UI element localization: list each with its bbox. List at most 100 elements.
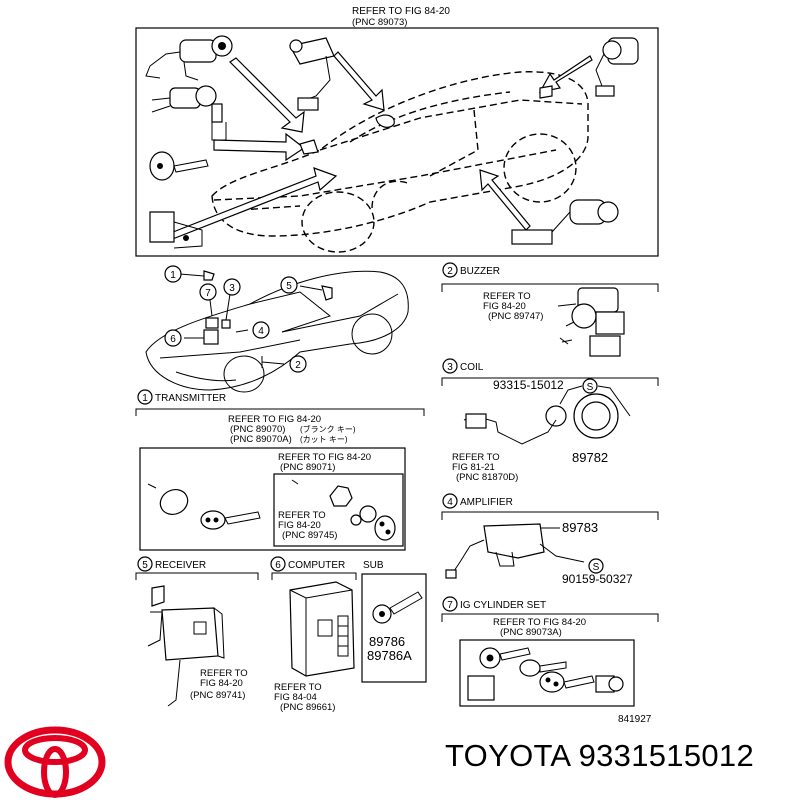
svg-text:FIG 81-21: FIG 81-21 xyxy=(452,462,495,473)
svg-text:REFER TO FIG 84-20: REFER TO FIG 84-20 xyxy=(493,617,586,628)
computer-title: COMPUTER xyxy=(288,560,345,571)
coil-part-number: 89782 xyxy=(572,450,608,465)
key-upper xyxy=(149,151,209,181)
amplifier-part-bottom: 90159-50327 xyxy=(562,572,633,586)
legend-marker-7: 7 xyxy=(199,283,217,301)
svg-text:(ブランク キー): (ブランク キー) xyxy=(300,424,356,434)
top-ref-line2: (PNC 89073) xyxy=(352,17,407,28)
top-panel-frame xyxy=(135,27,659,257)
key-fob-blank xyxy=(147,483,261,530)
svg-text:REFER TO: REFER TO xyxy=(278,510,326,521)
glove-box-cylinder xyxy=(511,199,619,245)
callout-arrows xyxy=(167,51,593,241)
transmitter-subframe xyxy=(273,473,404,547)
buzzer-part xyxy=(559,287,625,357)
section-sub: SUB 89786 89786A xyxy=(361,560,427,683)
svg-text:4: 4 xyxy=(258,326,264,337)
section-receiver: 5 RECEIVER REFER TO FIG 84-20 (PNC 89741… xyxy=(135,556,259,707)
svg-text:FIG 84-20: FIG 84-20 xyxy=(483,301,526,312)
toyota-logo-icon xyxy=(4,726,106,798)
svg-text:(PNC 89070): (PNC 89070) xyxy=(230,424,285,435)
diagram-id: 841927 xyxy=(618,714,652,725)
svg-text:(PNC 89745): (PNC 89745) xyxy=(282,530,337,541)
transmitter-frame xyxy=(139,447,406,551)
sub-title: SUB xyxy=(363,560,384,571)
svg-text:5: 5 xyxy=(142,560,148,571)
coil-part-top: 93315-15012 xyxy=(493,378,564,392)
svg-text:(PNC 89741): (PNC 89741) xyxy=(190,690,245,701)
svg-text:2: 2 xyxy=(295,360,301,371)
svg-text:S: S xyxy=(593,562,600,573)
svg-text:REFER TO FIG 84-20: REFER TO FIG 84-20 xyxy=(228,414,321,425)
svg-text:FIG 84-20: FIG 84-20 xyxy=(200,678,243,689)
top-panel: REFER TO FIG 84-20 (PNC 89073) xyxy=(135,6,659,257)
transmitter-title: TRANSMITTER xyxy=(155,393,226,404)
svg-text:FIG 84-04: FIG 84-04 xyxy=(274,692,317,703)
receiver-part xyxy=(147,585,225,707)
small-parts xyxy=(299,85,553,155)
amplifier-part xyxy=(445,523,585,579)
transmitter-parts xyxy=(291,479,396,541)
ignition-switch-left xyxy=(149,211,203,249)
section-computer: 6 COMPUTER REFER TO FIG 84-04 (PNC 89661… xyxy=(270,556,357,713)
legend-marker-2: 2 xyxy=(289,355,307,373)
svg-text:7: 7 xyxy=(447,600,453,611)
svg-text:REFER TO FIG 84-20: REFER TO FIG 84-20 xyxy=(278,452,371,463)
section-buzzer: 2 BUZZER REFER TO FIG 84-20 (PNC 89747) xyxy=(441,262,659,357)
legend-marker-6: 6 xyxy=(164,329,182,347)
legend-marker-4: 4 xyxy=(252,321,270,339)
ig-cylinder-title: IG CYLINDER SET xyxy=(460,600,546,611)
svg-text:FIG 84-20: FIG 84-20 xyxy=(278,520,321,531)
svg-text:(PNC 89071): (PNC 89071) xyxy=(280,462,335,473)
svg-text:89786A: 89786A xyxy=(367,648,412,663)
svg-text:REFER TO: REFER TO xyxy=(452,452,500,463)
ig-cylinder-frame xyxy=(459,639,635,707)
svg-text:(カット キー): (カット キー) xyxy=(300,435,348,444)
svg-text:5: 5 xyxy=(286,281,292,292)
section-coil: 3 COIL 93315-15012 S 89782 REFER TO FIG … xyxy=(441,358,659,483)
buzzer-title: BUZZER xyxy=(460,266,500,277)
legend-car: 1 7 3 5 6 4 2 xyxy=(145,265,409,393)
transmitter-num: 1 xyxy=(142,393,148,404)
coil-part xyxy=(463,393,619,445)
coil-title: COIL xyxy=(460,362,484,373)
door-lock-cylinder xyxy=(289,37,335,111)
svg-text:(PNC 89073A): (PNC 89073A) xyxy=(500,627,562,638)
key-cylinder-lower xyxy=(151,85,227,141)
legend-marker-5: 5 xyxy=(280,276,298,294)
trunk-lock-cylinder xyxy=(595,37,639,97)
legend-marker-3: 3 xyxy=(223,278,241,296)
brand-part-number: TOYOTA 9331515012 xyxy=(445,738,754,773)
amplifier-part-number: 89783 xyxy=(562,520,598,535)
svg-text:(PNC 81870D): (PNC 81870D) xyxy=(456,472,518,483)
svg-text:(PNC 89661): (PNC 89661) xyxy=(280,702,335,713)
legend-marker-1: 1 xyxy=(164,265,182,283)
svg-text:3: 3 xyxy=(447,362,453,373)
svg-text:4: 4 xyxy=(447,497,453,508)
key-cylinder-upper xyxy=(145,35,233,81)
sub-frame xyxy=(361,573,427,683)
svg-text:1: 1 xyxy=(170,270,176,281)
svg-text:S: S xyxy=(587,382,594,393)
svg-text:(PNC 89070A): (PNC 89070A) xyxy=(230,434,292,445)
ig-cylinder-parts xyxy=(467,647,624,701)
svg-text:3: 3 xyxy=(229,283,235,294)
svg-text:6: 6 xyxy=(275,560,281,571)
computer-part xyxy=(289,581,355,677)
receiver-title: RECEIVER xyxy=(155,560,206,571)
svg-text:6: 6 xyxy=(170,334,176,345)
section-transmitter: 1 TRANSMITTER REFER TO FIG 84-20 (PNC 89… xyxy=(135,389,425,551)
car-dashed-outline xyxy=(211,71,589,253)
amplifier-title: AMPLIFIER xyxy=(460,497,513,508)
section-ig-cylinder: 7 IG CYLINDER SET REFER TO FIG 84-20 (PN… xyxy=(441,596,659,725)
svg-text:REFER TO: REFER TO xyxy=(274,682,322,693)
svg-text:2: 2 xyxy=(447,266,453,277)
svg-text:(PNC 89747): (PNC 89747) xyxy=(488,311,543,322)
svg-text:89786: 89786 xyxy=(369,634,405,649)
svg-text:7: 7 xyxy=(205,288,211,299)
sub-key xyxy=(372,591,423,624)
section-amplifier: 4 AMPLIFIER 89783 S 90159-50327 xyxy=(441,493,659,586)
top-ref-line1: REFER TO FIG 84-20 xyxy=(352,6,450,17)
svg-text:REFER TO: REFER TO xyxy=(200,668,248,679)
